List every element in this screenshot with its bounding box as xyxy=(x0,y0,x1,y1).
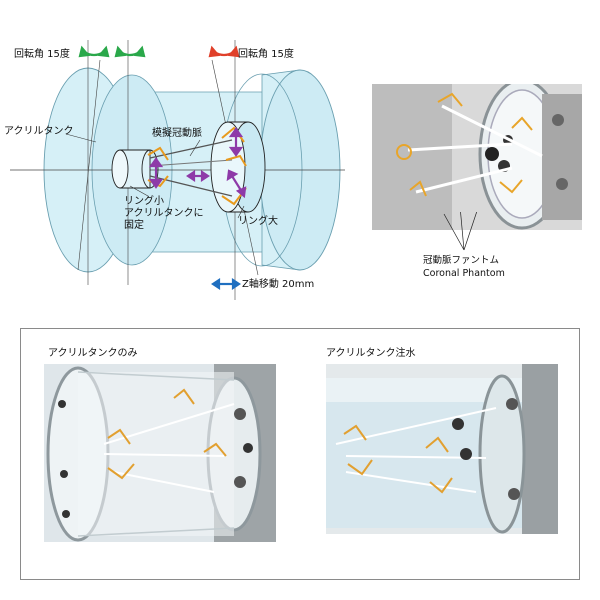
purple-arrow-small-ring xyxy=(148,157,164,189)
tank-only-photo-svg xyxy=(44,364,276,542)
orange-strut-5 xyxy=(225,154,247,167)
purple-arrow-center xyxy=(186,169,210,183)
purple-arrow-large-ring-top xyxy=(228,127,244,157)
phantom-leader-lines xyxy=(443,212,478,251)
acrylic-tank-label: アクリルタンク xyxy=(4,126,74,137)
orange-strut-1 xyxy=(147,146,169,161)
tank-water-photo-svg xyxy=(326,364,558,534)
tank-water-photo xyxy=(326,364,558,534)
z-move-label: Z軸移動 20mm xyxy=(242,279,315,290)
tank-only-photo xyxy=(44,364,276,542)
rotation-label-left: 回転角 15度 xyxy=(14,49,70,60)
leader-acrylic-tank xyxy=(65,133,97,143)
blue-z-move-arrow xyxy=(211,277,241,291)
phantom-photo-svg xyxy=(372,84,582,230)
phantom-tube-3 xyxy=(149,159,233,167)
ring-large-label: リング大 xyxy=(238,216,278,227)
ring-small-back xyxy=(141,149,159,189)
ring-small-label-line2: アクリルタンクに xyxy=(124,208,204,219)
tank-diagram-svg xyxy=(10,40,345,300)
tilt-line-left xyxy=(77,59,101,271)
ring-small-front xyxy=(111,149,129,189)
coronary-phantom-label: 模擬冠動脈 xyxy=(152,128,202,139)
bottom-left-title: アクリルタンクのみ xyxy=(48,348,138,359)
phantom-caption-en: Coronal Phantom xyxy=(423,268,505,279)
green-rotation-arrow-2 xyxy=(114,45,146,58)
phantom-photo xyxy=(372,84,582,230)
leader-phantom xyxy=(189,139,201,157)
purple-arrow-large-ring-bottom xyxy=(226,169,247,199)
ring-small-label-line1: リング小 xyxy=(124,196,164,207)
phantom-tube-2 xyxy=(149,175,233,197)
red-rotation-arrow xyxy=(208,45,240,58)
leader-ring-small xyxy=(129,185,149,197)
green-rotation-arrow-1 xyxy=(78,45,110,58)
ring-small-label-line3: 固定 xyxy=(124,220,144,231)
bottom-right-title: アクリルタンク注水 xyxy=(326,348,416,359)
phantom-caption-jp: 冠動脈ファントム xyxy=(423,255,500,266)
rotation-label-right: 回転角 15度 xyxy=(238,49,294,60)
leader-ring-large xyxy=(237,205,245,219)
orange-strut-3 xyxy=(221,126,245,143)
tank-diagram xyxy=(0,0,360,310)
